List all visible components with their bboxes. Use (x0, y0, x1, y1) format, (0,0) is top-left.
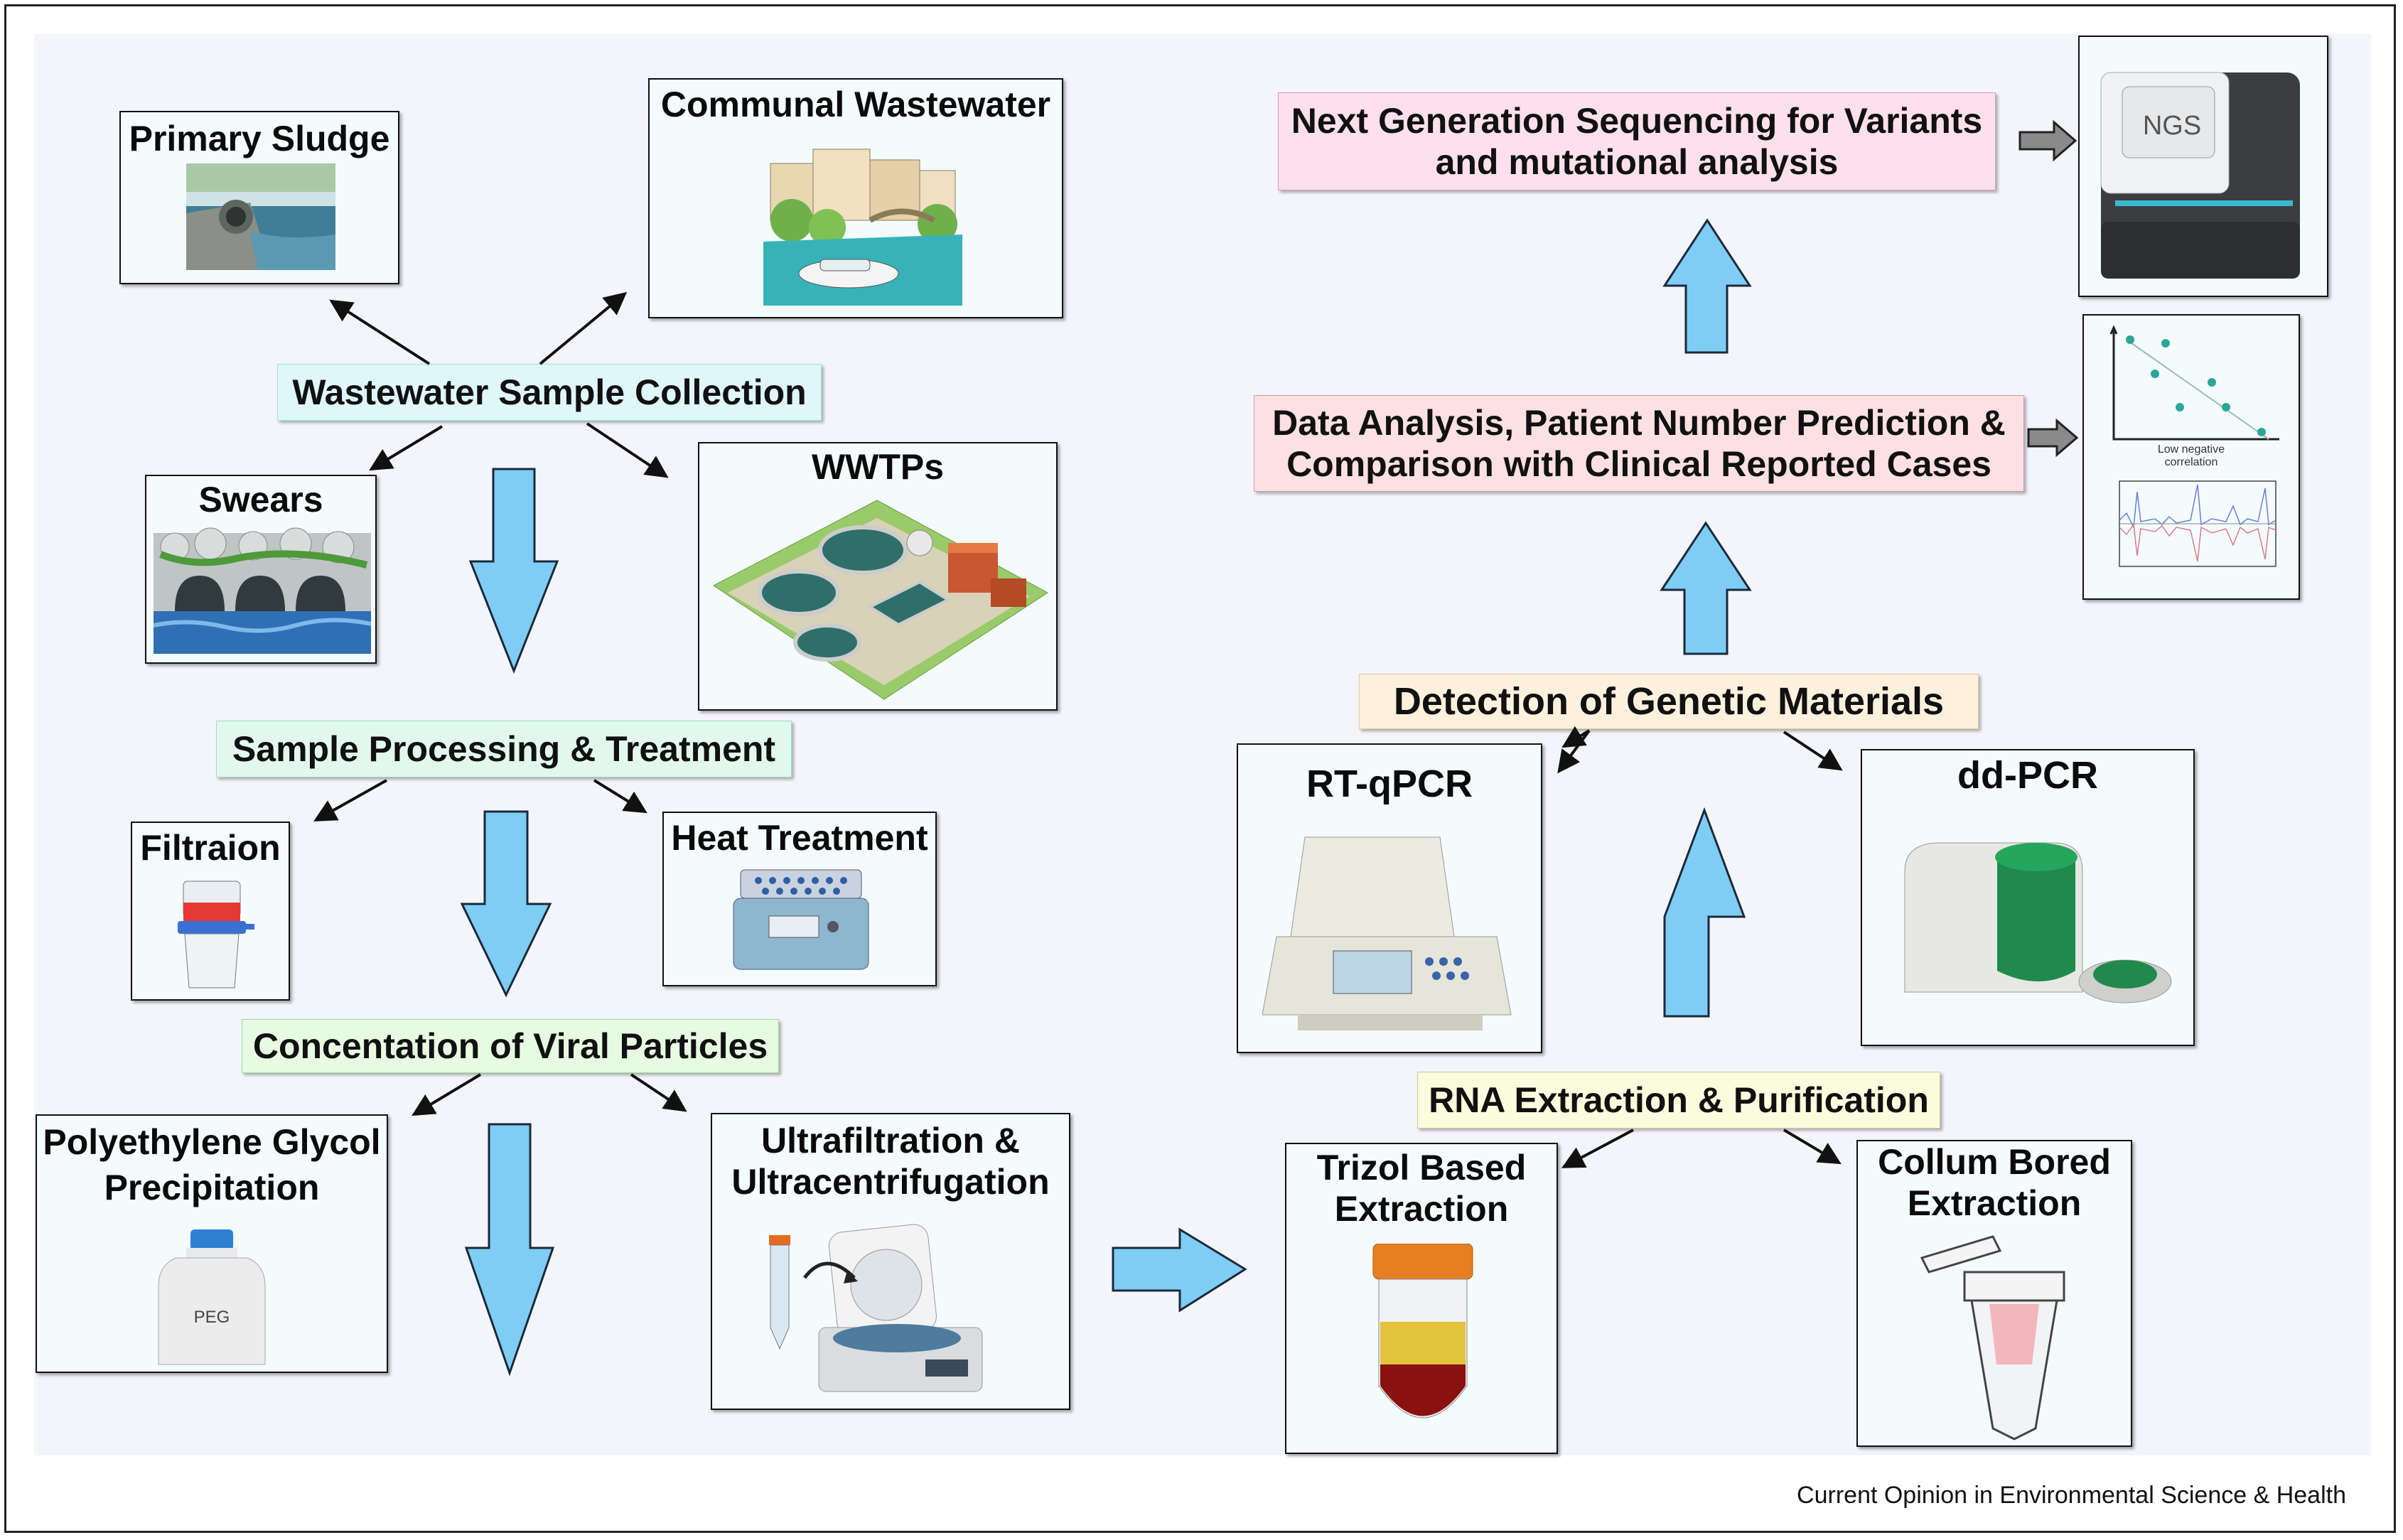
trizol-extraction-card: Trizol Based Extraction (1285, 1143, 1558, 1454)
communal-wastewater-title: Communal Wastewater (660, 85, 1051, 124)
wwtps-card: WWTPs (698, 442, 1058, 711)
primary-sludge-title: Primary Sludge (129, 119, 390, 158)
ultra-title-line1: Ultrafiltration & (761, 1121, 1020, 1161)
swears-title: Swears (198, 480, 323, 519)
arrow-to-ultra (630, 1073, 687, 1112)
spin-column-illustration (1920, 1235, 2065, 1441)
correlation-label-line2: correlation (2164, 456, 2218, 468)
filtration-title: Filtraion (140, 828, 281, 868)
city-river-illustration (763, 149, 962, 306)
stage-ngs-text-line1: Next Generation Sequencing for Variants (1291, 101, 1983, 141)
wwtps-title: WWTPs (811, 447, 945, 487)
rtqpcr-card: RT-qPCR (1237, 743, 1542, 1053)
stage-detection: Detection of Genetic Materials (1359, 674, 1979, 729)
peg-title-line2: Precipitation (104, 1168, 320, 1207)
trizol-tube-illustration (1372, 1244, 1473, 1418)
arrow-to-filtration (313, 779, 387, 822)
filter-unit-illustration (178, 881, 254, 989)
swears-card: Swears (145, 475, 377, 664)
arrow-to-swears (369, 425, 443, 471)
gray-arrow-to-ngs (2018, 119, 2077, 162)
centrifuge-illustration (769, 1224, 983, 1392)
peg-bottle-label: PEG (193, 1308, 230, 1327)
arrow-to-wwtps (586, 422, 669, 478)
filtration-card: Filtraion (131, 822, 290, 1001)
sequencer-illustration (2100, 72, 2300, 279)
stage-concentration-text: Concentation of Viral Particles (252, 1026, 768, 1066)
stage-processing-text: Sample Processing & Treatment (232, 729, 776, 769)
communal-wastewater-card: Communal Wastewater (648, 78, 1063, 318)
big-arrow-up-1 (1663, 807, 1746, 1018)
timeseries-plot-illustration (2119, 480, 2276, 567)
arrow-to-heat (593, 779, 647, 814)
stage-analysis-text-line1: Data Analysis, Patient Number Prediction… (1272, 403, 2006, 443)
arrow-to-primary-sludge (329, 299, 431, 365)
big-arrow-down-3 (464, 1123, 555, 1377)
peg-precipitation-card: Polyethylene Glycol Precipitation PEG (36, 1114, 388, 1373)
stage-collection-text: Wastewater Sample Collection (292, 372, 807, 412)
column-title-line2: Extraction (1907, 1183, 2082, 1223)
qpcr-instrument-illustration (1262, 836, 1512, 1030)
journal-footer: Current Opinion in Environmental Science… (1797, 1482, 2346, 1509)
figure-frame (4, 4, 2396, 1533)
arrow-to-rtqpcr (1561, 726, 1591, 748)
arrow-to-communal (539, 291, 628, 365)
big-arrow-up-3 (1662, 218, 1752, 354)
big-arrow-down-2 (460, 810, 552, 998)
trizol-title-line1: Trizol Based (1316, 1148, 1527, 1188)
stage-detection-text: Detection of Genetic Materials (1393, 680, 1945, 723)
ngs-device-card: NGS (2078, 36, 2328, 297)
primary-sludge-card: Primary Sludge (119, 111, 399, 284)
ddpcr-title: dd-PCR (1957, 754, 2098, 797)
arrow-to-rtqpcr-main (1557, 729, 1591, 774)
peg-bottle-illustration (158, 1229, 266, 1365)
column-extraction-card: Collum Bored Extraction (1856, 1140, 2132, 1447)
ultra-title-line2: Ultracentrifugation (731, 1162, 1050, 1202)
stage-concentration: Concentation of Viral Particles (242, 1019, 779, 1073)
correlation-label-line1: Low negative (2157, 443, 2225, 456)
correlation-plot-card: Low negative correlation (2082, 314, 2300, 600)
peg-title-line1: Polyethylene Glycol (43, 1122, 381, 1162)
ultrafiltration-card: Ultrafiltration & Ultracentrifugation (711, 1113, 1070, 1410)
ddpcr-instrument-illustration (1904, 842, 2172, 1003)
ngs-device-label: NGS (2142, 111, 2202, 141)
big-arrow-down-1 (468, 468, 559, 674)
stage-data-analysis: Data Analysis, Patient Number Prediction… (1254, 395, 2024, 492)
stage-ngs-text-line2: and mutational analysis (1435, 142, 1839, 182)
arrow-to-column (1783, 1129, 1842, 1165)
stage-sample-processing: Sample Processing & Treatment (216, 721, 792, 777)
sewer-illustration (154, 527, 371, 654)
trizol-title-line2: Extraction (1334, 1189, 1509, 1229)
gray-arrow-to-plots (2027, 418, 2079, 458)
stage-analysis-text-line2: Comparison with Clinical Reported Cases (1286, 444, 1991, 484)
stage-wastewater-sample-collection: Wastewater Sample Collection (277, 364, 822, 421)
heat-treatment-card: Heat Treatment (662, 812, 937, 986)
heat-block-illustration (733, 869, 869, 970)
stage-rna-extraction: RNA Extraction & Purification (1417, 1072, 1940, 1129)
column-title-line1: Collum Bored (1878, 1142, 2111, 1182)
heat-treatment-title: Heat Treatment (671, 818, 928, 858)
big-arrow-up-2 (1660, 521, 1752, 655)
arrow-to-trizol (1561, 1129, 1634, 1168)
rtqpcr-title: RT-qPCR (1306, 763, 1473, 805)
sludge-illustration (186, 163, 335, 270)
ddpcr-card: dd-PCR (1861, 749, 2195, 1046)
stage-ngs: Next Generation Sequencing for Variants … (1278, 92, 1996, 190)
arrow-to-ddpcr (1783, 731, 1843, 771)
stage-extraction-text: RNA Extraction & Purification (1429, 1080, 1929, 1120)
big-arrow-right (1112, 1227, 1247, 1313)
treatment-plant-illustration (713, 500, 1048, 700)
scatter-plot-illustration (2109, 325, 2279, 441)
arrow-to-peg (412, 1073, 482, 1116)
